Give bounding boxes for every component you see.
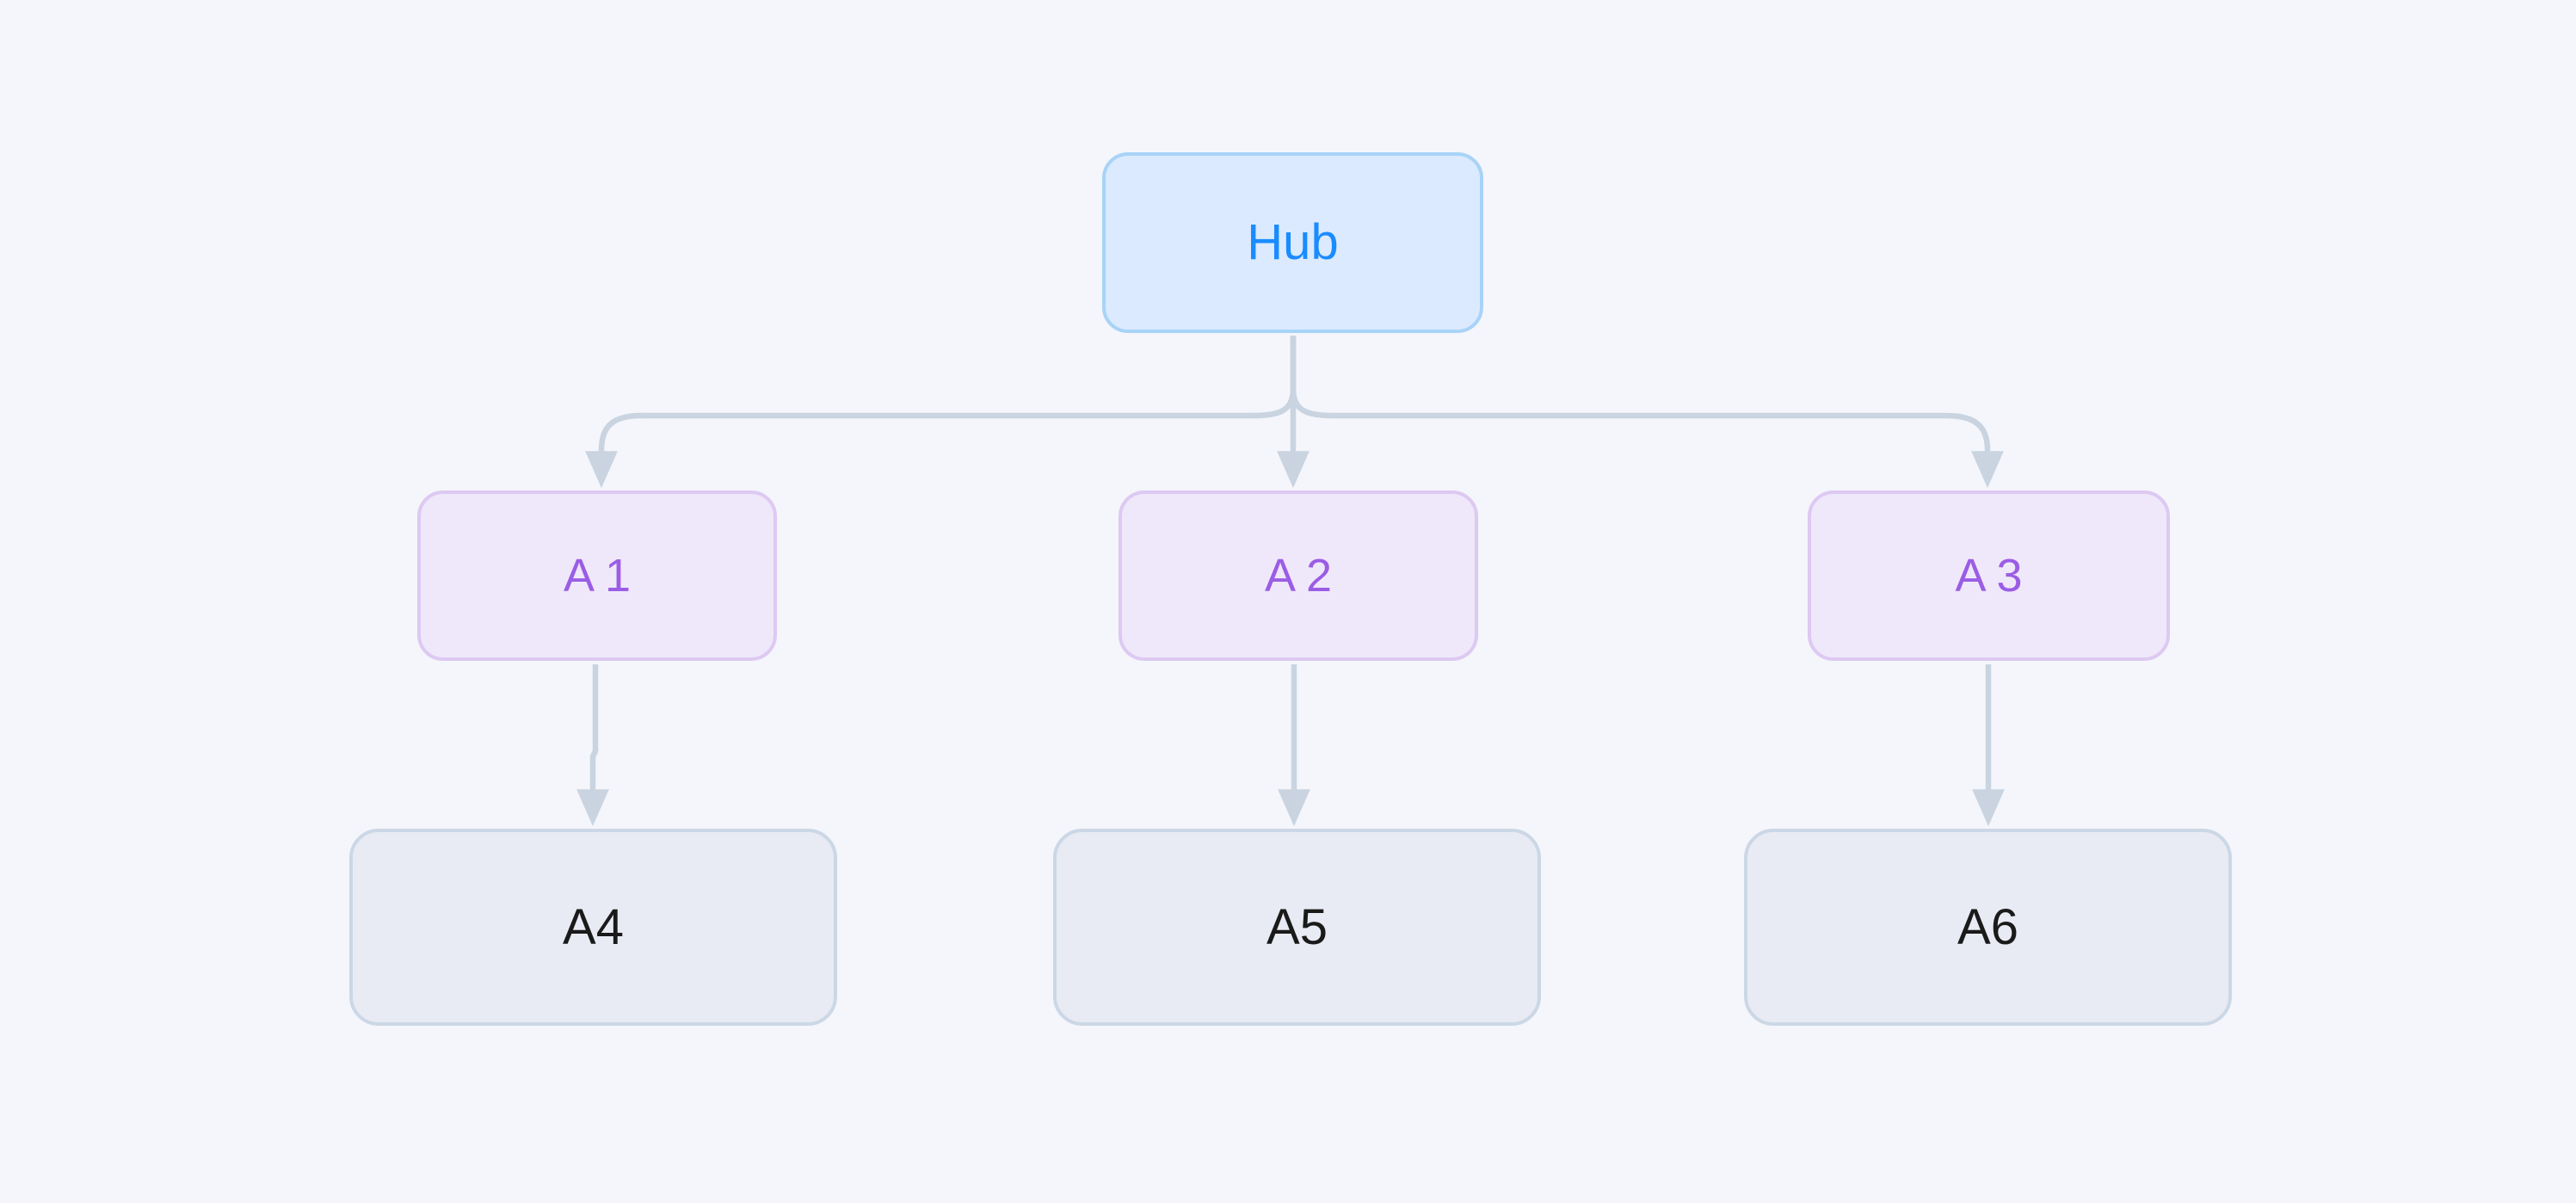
edge-a1-a4 [576, 664, 609, 827]
node-a4-label: A4 [563, 898, 624, 955]
node-hub[interactable]: Hub [1102, 152, 1483, 333]
node-a1-label: A 1 [563, 550, 632, 602]
node-a6[interactable]: A6 [1744, 829, 2232, 1026]
edge-hub-a3 [1290, 336, 2004, 489]
node-a2[interactable]: A 2 [1119, 490, 1478, 661]
node-a5-label: A5 [1266, 898, 1328, 955]
node-a5[interactable]: A5 [1053, 829, 1541, 1026]
node-a4[interactable]: A4 [349, 829, 837, 1026]
edge-hub-a1 [585, 336, 1297, 489]
node-a6-label: A6 [1957, 898, 2018, 955]
node-hub-label: Hub [1247, 214, 1339, 270]
node-a3[interactable]: A 3 [1808, 490, 2170, 661]
node-a2-label: A 2 [1264, 550, 1333, 602]
node-a3-label: A 3 [1955, 550, 2023, 602]
node-a1[interactable]: A 1 [417, 490, 777, 661]
